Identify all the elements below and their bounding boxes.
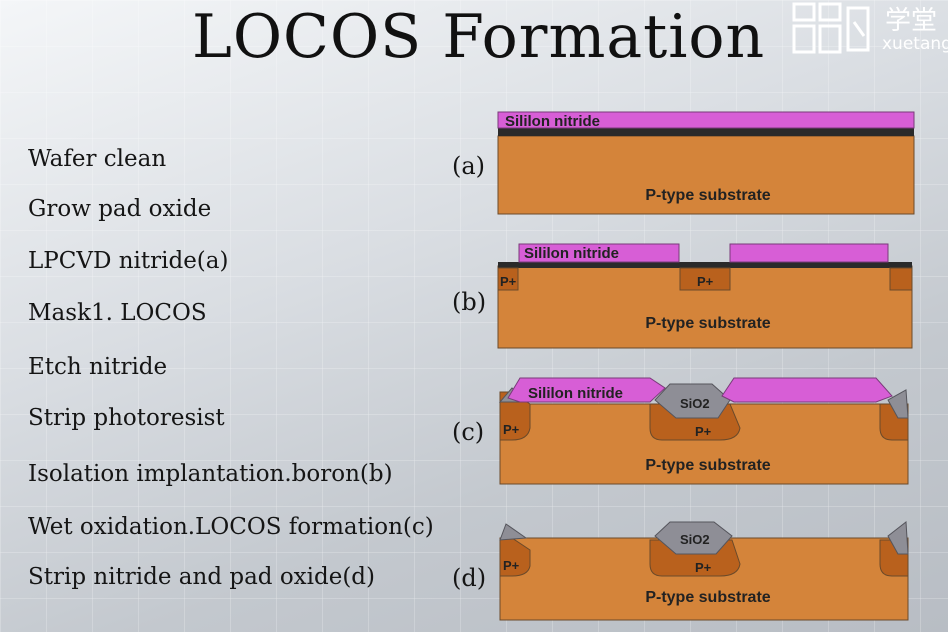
xuetang-logo-icon [792,2,870,54]
doped-region-c-left [499,391,531,441]
page-title: LOCOS Formation [192,2,766,72]
doped-region-b-center [679,267,731,291]
step-mask1-locos: Mask1. LOCOS [28,300,207,326]
nitride-label-b: Sililon nitride [524,245,619,262]
nitride-label-a: Sililon nitride [505,113,600,130]
pad-oxide-b [498,262,912,268]
doped-region-b-left [497,267,519,291]
step-strip-photoresist: Strip photoresist [28,405,225,431]
logo-text-en: xuetang [882,34,948,54]
nitride-b-left [518,243,680,263]
step-wafer-clean: Wafer clean [28,146,167,172]
substrate-label-b: P-type substrate [645,315,770,332]
doping-label-d-center: P+ [695,560,712,575]
logo-text-cn: 学堂 [885,6,938,36]
step-wet-oxidation: Wet oxidation.LOCOS formation(c) [28,514,434,540]
doping-label-b-center: P+ [697,274,714,289]
substrate-label-a: P-type substrate [645,187,770,204]
panel-d: SiO2 P+ P+ P-type substrate [499,521,909,621]
nitride-c-left [507,377,666,403]
panel-label-b: (b) [452,288,487,316]
step-etch-nitride: Etch nitride [28,354,168,380]
step-strip-nitride-pad-oxide: Strip nitride and pad oxide(d) [28,564,375,590]
substrate-a [497,135,915,215]
doped-region-d-left [499,537,531,577]
oxide-d-center [654,521,733,555]
panel-label-a: (a) [452,152,486,180]
step-isolation-implantation: Isolation implantation.boron(b) [28,461,393,487]
pad-oxide-a [498,128,914,136]
nitride-a [497,111,915,129]
nitride-b-right [729,243,889,263]
doping-label-c-left: P+ [503,422,520,437]
panel-a: Sililon nitride P-type substrate [497,111,915,215]
oxide-label-c: SiO2 [680,396,710,411]
nitride-label-c: Sililon nitride [528,385,623,402]
oxide-label-d: SiO2 [680,532,710,547]
panel-b: Sililon nitride P+ P+ P-type substrate [497,243,913,349]
step-lpcvd-nitride: LPCVD nitride(a) [28,248,229,274]
substrate-label-c: P-type substrate [645,457,770,474]
oxide-d-right [887,521,909,555]
doping-label-c-center: P+ [695,424,712,439]
panel-c: Sililon nitride SiO2 P+ P+ P-type substr… [498,377,909,485]
doping-label-b-left: P+ [500,274,517,289]
panel-label-c: (c) [452,418,485,446]
nitride-c-right [721,377,893,403]
step-grow-pad-oxide: Grow pad oxide [28,196,212,222]
oxide-d-left [499,523,528,541]
doped-region-b-right [889,267,913,291]
substrate-label-d: P-type substrate [645,589,770,606]
oxide-c-right [887,389,909,419]
panel-label-d: (d) [452,564,487,592]
doping-label-d-left: P+ [503,558,520,573]
